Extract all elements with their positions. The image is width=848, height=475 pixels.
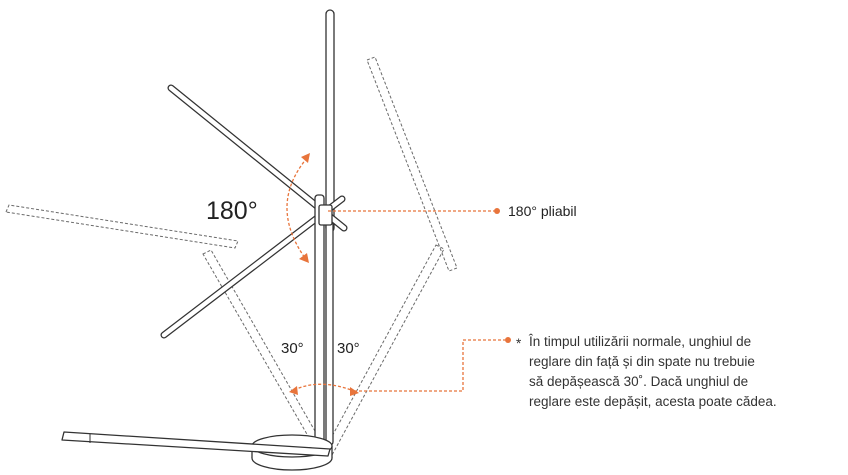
note-line-1: În timpul utilizării normale, unghiul de <box>528 334 751 349</box>
tilt-arc <box>293 383 355 392</box>
note-line-2: reglare din față și din spate nu trebuie <box>529 354 755 369</box>
lamp-solid <box>61 9 348 471</box>
fold-arc <box>286 157 308 259</box>
ghost-left-pole <box>202 249 328 456</box>
ghost-right-pole <box>323 244 445 456</box>
fold-callout-dot <box>494 208 500 214</box>
note-marker: * <box>516 336 522 351</box>
ghost-right-bar <box>366 56 458 272</box>
accent-annotations <box>286 157 505 392</box>
note-line-3: să depășească 30˚. Dacă unghiul de <box>529 374 748 389</box>
lamp-folded-bar <box>61 431 331 457</box>
fold-arc-arrow-bottom <box>299 253 309 263</box>
note-line-4: reglare este depășit, acesta poate cădea… <box>529 394 777 409</box>
accent-arrowheads <box>289 153 511 396</box>
ghost-positions <box>5 56 458 456</box>
tilt-arc-arrow-right <box>350 387 359 396</box>
note-callout-leader <box>354 339 505 392</box>
fold-arc-arrow-top <box>301 153 310 163</box>
tilt-left-label: 30° <box>281 340 304 357</box>
tilt-arc-arrow-left <box>289 386 298 395</box>
fold-angle-label: 180° <box>206 197 258 225</box>
lamp-top-bar <box>325 9 335 233</box>
fold-callout-text: 180° pliabil <box>508 203 577 219</box>
tilt-right-label: 30° <box>337 340 360 357</box>
lamp-pole <box>314 194 325 446</box>
lamp-joint <box>318 204 333 226</box>
note-callout-dot <box>505 337 511 343</box>
ghost-left-bar <box>5 204 239 249</box>
